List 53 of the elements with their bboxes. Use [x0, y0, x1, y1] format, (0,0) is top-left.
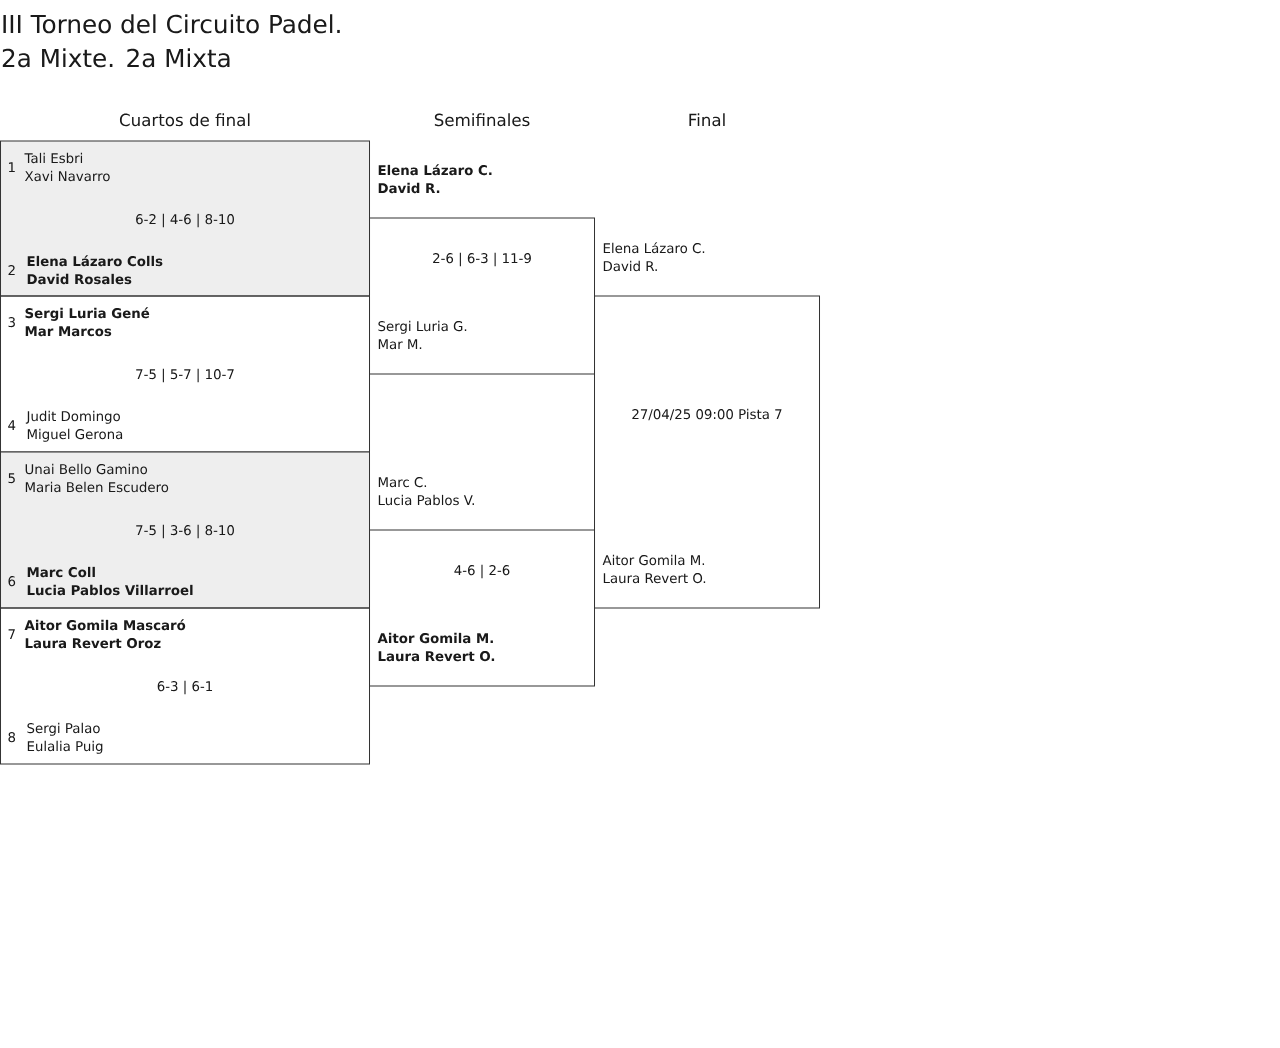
- player-name: Elena Lázaro Colls: [27, 255, 163, 267]
- seed-number: 7: [8, 629, 15, 639]
- seed-number: 3: [8, 317, 15, 328]
- player-name: Mar M.: [378, 339, 422, 350]
- column-header: Final: [689, 113, 725, 127]
- player-name: Lucia Pablos V.: [378, 494, 474, 506]
- player-name: Laura Revert O.: [378, 651, 495, 662]
- player-name: Mar Marcos: [25, 326, 112, 337]
- player-name: Sergi Palao: [27, 722, 100, 736]
- player-name: Miguel Gerona: [27, 428, 123, 442]
- seed-number: 1: [8, 162, 15, 172]
- player-name: David R.: [603, 260, 657, 272]
- seed-number: 6: [8, 576, 16, 587]
- match-box: [369, 529, 595, 687]
- match-box: [369, 217, 595, 375]
- player-name: Eulalia Puig: [27, 740, 103, 754]
- match-score: 7-5 | 3-6 | 8-10: [136, 524, 234, 539]
- column-header: Semifinales: [434, 113, 530, 127]
- player-name: Xavi Navarro: [24, 170, 110, 182]
- player-name: Elena Lázaro C.: [378, 164, 492, 176]
- seed-number: 5: [8, 473, 15, 484]
- match-schedule: 27/04/25 09:00 Pista 7: [632, 408, 782, 421]
- match-box: [0, 451, 370, 609]
- seed-number: 4: [8, 420, 16, 430]
- player-name: Aitor Gomila Mascaró: [24, 619, 186, 631]
- title: III Torneo del Circuito Padel.: [3, 14, 340, 34]
- subtitle: 2a Mixte. 2a Mixta: [2, 48, 230, 68]
- player-name: David R.: [378, 182, 440, 194]
- match-box: [0, 607, 370, 765]
- match-score: 6-2 | 4-6 | 8-10: [136, 213, 234, 228]
- seed-number: 2: [8, 265, 15, 275]
- player-name: Lucia Pablos Villarroel: [27, 584, 193, 596]
- player-name: Sergi Luria G.: [378, 320, 467, 334]
- player-name: Marc C.: [378, 477, 427, 488]
- match-score: 7-5 | 5-7 | 10-7: [136, 368, 234, 383]
- match-score: 4-6 | 2-6: [454, 564, 510, 579]
- player-name: David Rosales: [27, 273, 132, 285]
- player-name: Tali Esbri: [24, 152, 83, 164]
- match-score: 6-3 | 6-1: [157, 680, 213, 695]
- player-name: Judit Domingo: [25, 410, 120, 424]
- player-name: Aitor Gomila M.: [602, 554, 705, 566]
- player-name: Unai Bello Gamino: [25, 463, 148, 475]
- seed-number: 8: [8, 732, 16, 743]
- match-box: [0, 140, 370, 297]
- player-name: Laura Revert Oroz: [25, 638, 161, 649]
- player-name: Elena Lázaro C.: [603, 242, 705, 254]
- player-name: Laura Revert O.: [603, 573, 706, 584]
- player-name: Sergi Luria Gené: [25, 307, 150, 321]
- match-box: [594, 295, 820, 609]
- player-name: Marc Coll: [27, 566, 95, 578]
- player-name: Maria Belen Escudero: [25, 481, 169, 493]
- match-score: 2-6 | 6-3 | 11-9: [433, 252, 531, 267]
- player-name: Aitor Gomila M.: [377, 632, 493, 644]
